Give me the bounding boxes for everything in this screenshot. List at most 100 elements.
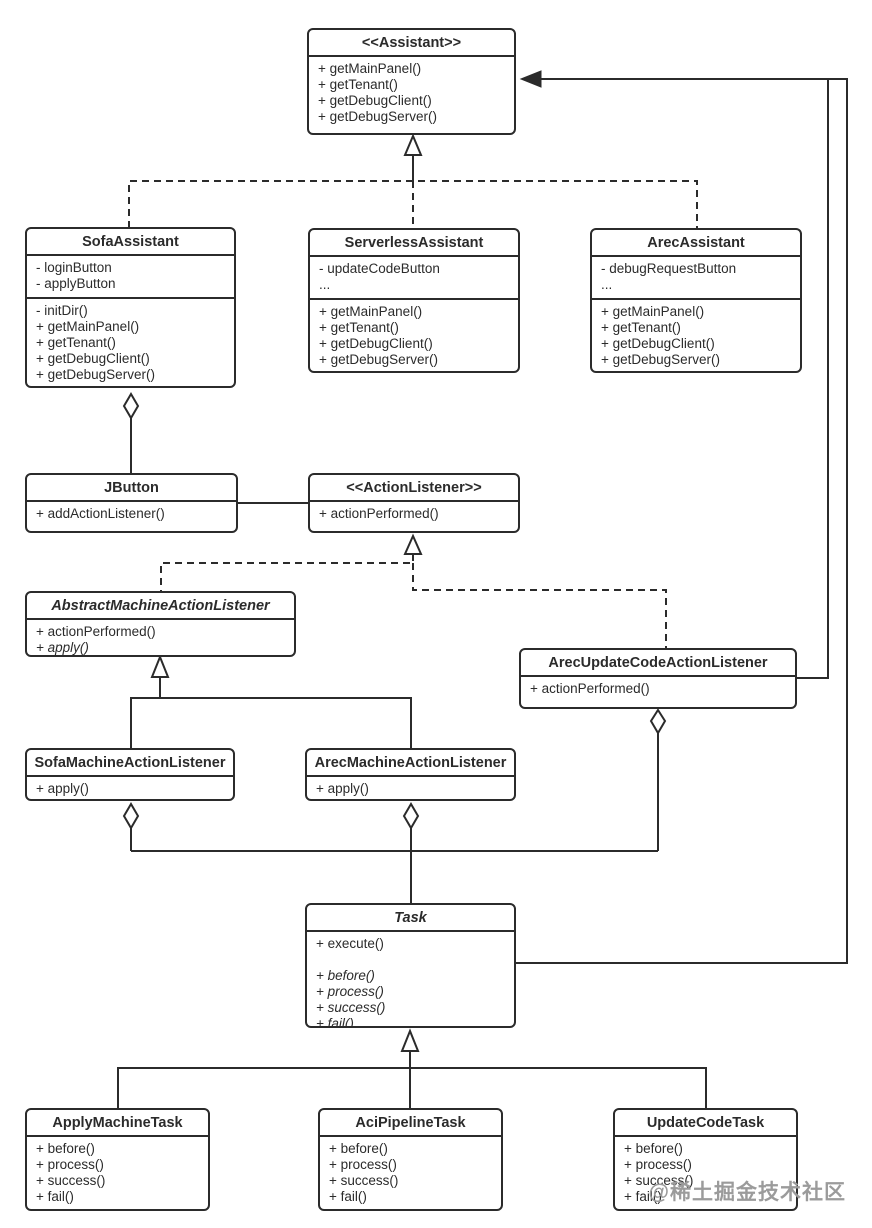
class-member: + process() bbox=[36, 1157, 104, 1172]
class-member: + success() bbox=[624, 1173, 694, 1188]
generalization-machine-listeners bbox=[130, 654, 412, 748]
methods-section: - initDir() + getMainPanel() + getTenant… bbox=[27, 297, 234, 386]
class-box-jbutton: JButton + addActionListener() bbox=[25, 473, 238, 533]
hollow-triangle-icon bbox=[150, 654, 170, 678]
class-member: + actionPerformed() bbox=[36, 624, 156, 639]
class-member: + getDebugClient() bbox=[601, 336, 715, 351]
class-title: <<ActionListener>> bbox=[310, 475, 518, 502]
class-member: + getMainPanel() bbox=[318, 61, 422, 76]
class-title: ServerlessAssistant bbox=[310, 230, 518, 257]
class-title: SofaMachineActionListener bbox=[27, 750, 233, 777]
class-member bbox=[316, 952, 508, 968]
class-box-task: Task + execute() + before() + process() … bbox=[305, 903, 516, 1028]
class-member: + getTenant() bbox=[601, 320, 681, 335]
diamond-icon bbox=[122, 392, 140, 420]
hollow-triangle-icon bbox=[403, 133, 423, 156]
class-member: - updateCodeButton bbox=[319, 261, 440, 276]
class-box-apply-machine-task: ApplyMachineTask + before() + process() … bbox=[25, 1108, 210, 1211]
attributes-section: - debugRequestButton ... bbox=[592, 257, 800, 298]
hollow-triangle-icon bbox=[400, 1028, 420, 1052]
class-title: ApplyMachineTask bbox=[27, 1110, 208, 1137]
generalization-tasks bbox=[117, 1028, 707, 1108]
class-member: + apply() bbox=[316, 781, 369, 796]
class-member: ... bbox=[318, 125, 330, 135]
methods-section: + getMainPanel() + getTenant() + getDebu… bbox=[309, 57, 514, 135]
class-member: + apply() bbox=[36, 781, 89, 796]
class-member: + getTenant() bbox=[36, 335, 116, 350]
methods-section: + getMainPanel() + getTenant() + getDebu… bbox=[592, 298, 800, 371]
class-title: ArecMachineActionListener bbox=[307, 750, 514, 777]
class-member: + success() bbox=[329, 1173, 399, 1188]
class-member: + getMainPanel() bbox=[319, 304, 423, 319]
diamond-icon bbox=[649, 708, 667, 735]
class-member: + before() bbox=[36, 1141, 95, 1156]
class-box-serverless-assistant: ServerlessAssistant - updateCodeButton .… bbox=[308, 228, 520, 373]
class-box-aci-pipeline-task: AciPipelineTask + before() + process() +… bbox=[318, 1108, 503, 1211]
methods-section: + actionPerformed() bbox=[521, 677, 795, 702]
class-box-arec-machine-action-listener: ArecMachineActionListener + apply() bbox=[305, 748, 516, 801]
attributes-section: - loginButton - applyButton bbox=[27, 256, 234, 297]
class-member: - loginButton bbox=[36, 260, 112, 275]
class-member: + getDebugClient() bbox=[318, 93, 432, 108]
class-title: ArecAssistant bbox=[592, 230, 800, 257]
methods-section: + getMainPanel() + getTenant() + getDebu… bbox=[310, 298, 518, 371]
class-member: + getDebugClient() bbox=[36, 351, 150, 366]
watermark: @稀土掘金技术社区 bbox=[648, 1181, 846, 1204]
class-box-update-code-task: UpdateCodeTask + before() + process() + … bbox=[613, 1108, 798, 1211]
methods-section: + apply() bbox=[27, 777, 233, 799]
class-member: + getMainPanel() bbox=[36, 319, 140, 334]
class-member: ... bbox=[601, 277, 613, 292]
realization-assistants bbox=[128, 133, 698, 228]
class-title: <<Assistant>> bbox=[309, 30, 514, 57]
class-member: + process() bbox=[329, 1157, 397, 1172]
class-member: + getDebugClient() bbox=[319, 336, 433, 351]
class-box-arec-assistant: ArecAssistant - debugRequestButton ... +… bbox=[590, 228, 802, 373]
class-member: ... bbox=[36, 383, 228, 386]
class-member: ... bbox=[601, 368, 794, 371]
class-box-assistant: <<Assistant>> + getMainPanel() + getTena… bbox=[307, 28, 516, 135]
class-title: Task bbox=[307, 905, 514, 932]
class-member: + before() bbox=[624, 1141, 683, 1156]
methods-section: + execute() + before() + process() + suc… bbox=[307, 932, 514, 1028]
class-member: + actionPerformed() bbox=[319, 506, 439, 521]
methods-section: + before() + process() + success() + fai… bbox=[27, 1137, 208, 1209]
methods-section: + addActionListener() bbox=[27, 502, 236, 527]
class-box-sofa-machine-action-listener: SofaMachineActionListener + apply() bbox=[25, 748, 235, 801]
class-title: AciPipelineTask bbox=[320, 1110, 501, 1137]
class-member: + before() bbox=[329, 1141, 388, 1156]
class-member: + fail() bbox=[329, 1189, 367, 1204]
class-member: + getTenant() bbox=[318, 77, 398, 92]
class-member: + before() bbox=[316, 968, 375, 983]
methods-section: + before() + process() + success() + fai… bbox=[320, 1137, 501, 1209]
class-member: + fail() bbox=[316, 1016, 354, 1028]
class-member: + success() bbox=[316, 1000, 386, 1015]
class-title: ArecUpdateCodeActionListener bbox=[521, 650, 795, 677]
class-box-actionlistener: <<ActionListener>> + actionPerformed() bbox=[308, 473, 520, 533]
class-member: + getMainPanel() bbox=[601, 304, 705, 319]
class-member: ... bbox=[319, 277, 331, 292]
class-member: + getDebugServer() bbox=[318, 109, 437, 124]
class-member: + process() bbox=[624, 1157, 692, 1172]
methods-section: + apply() bbox=[307, 777, 514, 799]
diamond-icon bbox=[122, 802, 140, 830]
class-member: + getDebugServer() bbox=[319, 352, 438, 367]
aggregation-sofaassistant-jbutton bbox=[122, 392, 140, 473]
methods-section: + actionPerformed() bbox=[310, 502, 518, 527]
class-member: + success() bbox=[36, 1173, 106, 1188]
class-member: - initDir() bbox=[36, 303, 88, 318]
diamond-icon bbox=[402, 802, 420, 830]
class-member: ... bbox=[319, 368, 512, 371]
class-box-sofa-assistant: SofaAssistant - loginButton - applyButto… bbox=[25, 227, 236, 388]
class-member: + actionPerformed() bbox=[530, 681, 650, 696]
attributes-section: - updateCodeButton ... bbox=[310, 257, 518, 298]
class-member: + addActionListener() bbox=[36, 506, 165, 521]
class-title: SofaAssistant bbox=[27, 229, 234, 256]
class-member: + process() bbox=[316, 984, 384, 999]
methods-section: + before() + process() + success() + fai… bbox=[615, 1137, 796, 1209]
class-member: + apply() bbox=[36, 640, 89, 655]
class-member: + getTenant() bbox=[319, 320, 399, 335]
class-member: + getDebugServer() bbox=[601, 352, 720, 367]
association-loop-to-assistant bbox=[516, 70, 848, 964]
